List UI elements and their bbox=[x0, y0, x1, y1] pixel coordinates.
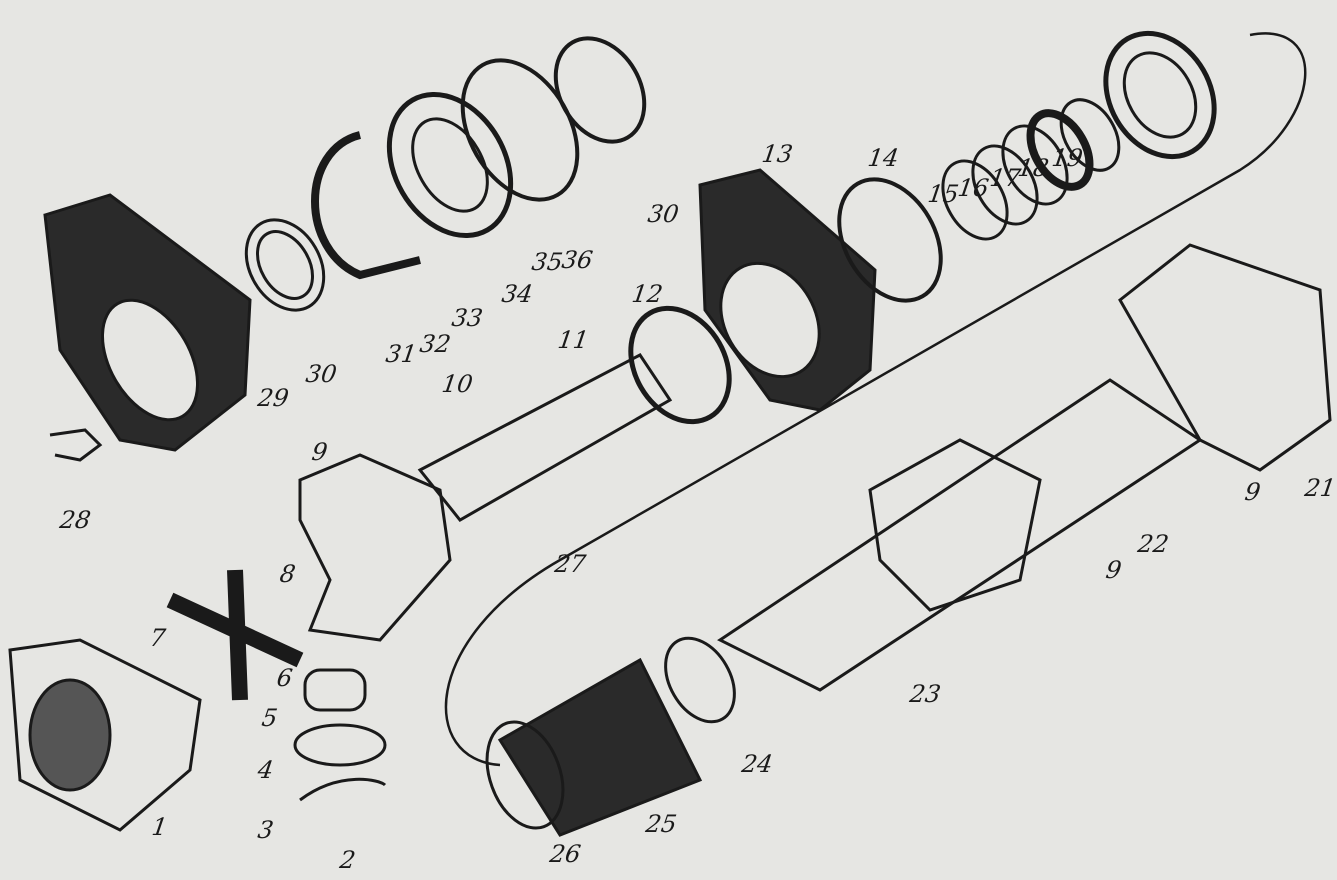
label-16: 16 bbox=[956, 174, 991, 202]
label-11: 11 bbox=[556, 326, 591, 354]
label-12: 12 bbox=[630, 280, 665, 308]
assembly-arrow-line bbox=[444, 32, 1307, 767]
label-14: 14 bbox=[866, 144, 901, 172]
bearing-cup-5 bbox=[303, 668, 367, 712]
cross-6 bbox=[166, 569, 304, 701]
label-30: 30 bbox=[646, 200, 681, 228]
label-23: 23 bbox=[908, 680, 943, 708]
label-33: 33 bbox=[450, 304, 485, 332]
label-32: 32 bbox=[418, 330, 453, 358]
label-25: 25 bbox=[644, 810, 679, 838]
boot-25 bbox=[497, 657, 703, 837]
shaft-11 bbox=[417, 353, 673, 522]
label-13: 13 bbox=[760, 140, 795, 168]
ring-12 bbox=[628, 305, 732, 425]
lock-plate-3 bbox=[299, 777, 387, 802]
label-29: 29 bbox=[256, 384, 291, 412]
label-10: 10 bbox=[440, 370, 475, 398]
label-19: 19 bbox=[1050, 144, 1085, 172]
seal-34 bbox=[386, 91, 514, 239]
clamp-31 bbox=[311, 131, 421, 280]
ring-30-left bbox=[244, 218, 326, 312]
label-27: 27 bbox=[553, 550, 588, 578]
ring-30-right bbox=[553, 36, 647, 144]
yoke-23 bbox=[868, 438, 1042, 612]
label-28: 28 bbox=[58, 506, 93, 534]
flange-1 bbox=[8, 638, 202, 832]
nut bbox=[1103, 30, 1217, 160]
label-15: 15 bbox=[926, 180, 961, 208]
ring-14 bbox=[837, 177, 943, 303]
flange-21 bbox=[1118, 243, 1332, 472]
label-22: 22 bbox=[1136, 530, 1171, 558]
label-35: 35 bbox=[530, 248, 565, 276]
label-18: 18 bbox=[1016, 154, 1051, 182]
label-21: 21 bbox=[1303, 474, 1337, 502]
label-31: 31 bbox=[384, 340, 419, 368]
yoke-9 bbox=[298, 453, 452, 642]
label-36: 36 bbox=[560, 246, 595, 274]
label-34: 34 bbox=[500, 280, 535, 308]
label-24: 24 bbox=[740, 750, 775, 778]
clip-28 bbox=[49, 428, 103, 462]
label-26: 26 bbox=[548, 840, 583, 868]
bearing-housing-13 bbox=[698, 168, 877, 412]
label-30: 30 bbox=[304, 360, 339, 388]
clamp-26 bbox=[485, 720, 565, 830]
bearing-housing-29 bbox=[43, 193, 252, 452]
cover-4 bbox=[293, 723, 387, 767]
ring-24 bbox=[664, 636, 736, 724]
